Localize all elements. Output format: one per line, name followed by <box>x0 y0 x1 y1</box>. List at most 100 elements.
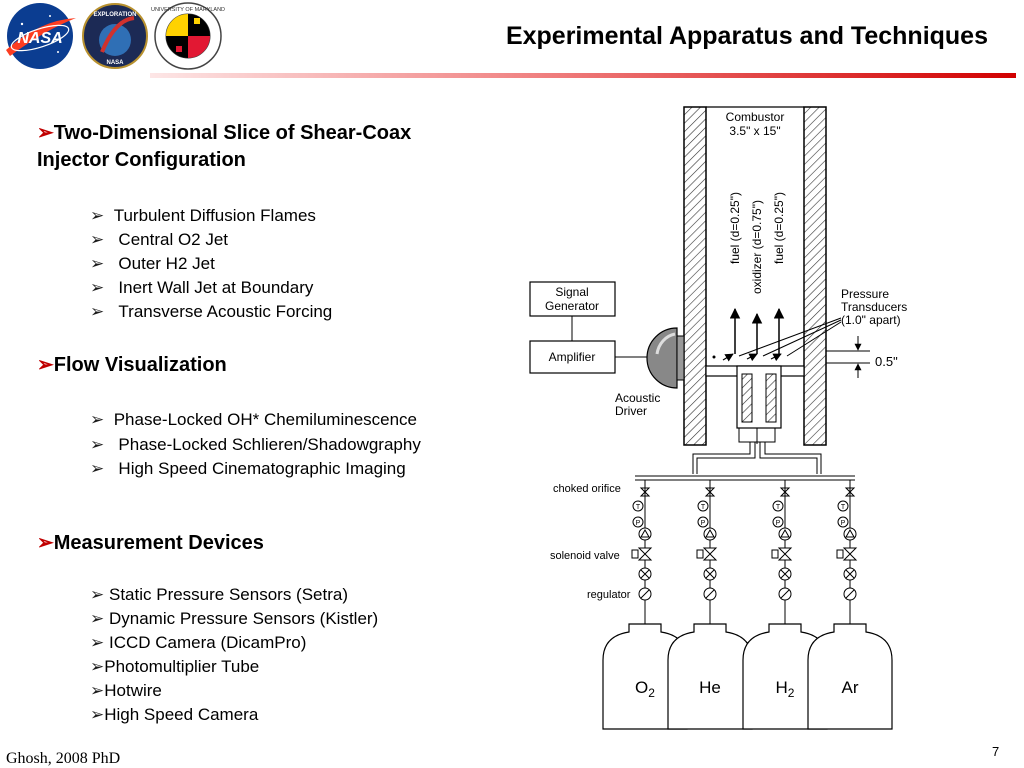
arrow-bullet-icon: ➢ <box>90 459 105 478</box>
jet-direction-arrows <box>722 353 782 362</box>
gas-line-he: T P <box>696 487 718 601</box>
arrow-bullet-icon: ➢ <box>90 609 105 628</box>
signal-generator-label: Signal <box>555 285 588 299</box>
exploration-logo: EXPLORATION NASA <box>80 0 150 77</box>
tank-o2-subscript: 2 <box>648 686 655 700</box>
svg-text:EXPLORATION: EXPLORATION <box>94 12 137 18</box>
regulator-label: regulator <box>587 589 631 601</box>
section-heading-flow-visualization: ➢Flow Visualization <box>37 352 227 379</box>
arrow-bullet-icon: ➢ <box>37 532 54 554</box>
list-item-label: High Speed Camera <box>104 705 259 724</box>
list-item: ➢ ICCD Camera (DicamPro) <box>90 631 306 655</box>
list-item-label: Central O2 Jet <box>118 230 229 249</box>
arrow-bullet-icon: ➢ <box>90 633 105 652</box>
list-item-label: Phase-Locked Schlieren/Shadowgraphy <box>118 435 421 454</box>
acoustic-driver <box>646 327 685 389</box>
arrow-bullet-icon: ➢ <box>90 206 105 225</box>
combustor-size-label: 3.5" x 15" <box>729 124 780 138</box>
list-item: ➢ High Speed Cinematographic Imaging <box>90 457 406 481</box>
gas-line-h2: T P <box>771 487 793 601</box>
gauge-p-label: P <box>701 520 706 527</box>
gas-line-o2: T P <box>631 487 653 601</box>
list-item: ➢ Phase-Locked Schlieren/Shadowgraphy <box>90 433 421 457</box>
list-item: ➢High Speed Camera <box>90 703 258 727</box>
list-item: ➢ Turbulent Diffusion Flames <box>90 204 316 228</box>
list-item: ➢ Transverse Acoustic Forcing <box>90 300 332 324</box>
list-item: ➢Hotwire <box>90 679 162 703</box>
injector-plate <box>705 355 805 444</box>
acoustic-driver-label: Acoustic <box>615 391 660 405</box>
arrow-bullet-icon: ➢ <box>90 278 105 297</box>
amplifier-label: Amplifier <box>549 350 596 364</box>
svg-text:UNIVERSITY OF MARYLAND: UNIVERSITY OF MARYLAND <box>151 7 225 13</box>
list-item-label: ICCD Camera (DicamPro) <box>108 633 307 652</box>
arrow-bullet-icon: ➢ <box>90 410 105 429</box>
section-heading-label: Measurement Devices <box>53 532 264 554</box>
svg-text:NASA: NASA <box>106 60 124 66</box>
list-item: ➢ Inert Wall Jet at Boundary <box>90 276 313 300</box>
list-item-label: Outer H2 Jet <box>118 254 215 273</box>
tank-o2-base: O <box>635 678 648 697</box>
combustor-walls <box>683 106 827 446</box>
tank-ar-base: Ar <box>842 678 859 697</box>
gauge-t-label: T <box>776 504 781 511</box>
section-heading-injector: ➢Two-Dimensional Slice of Shear-Coax Inj… <box>37 120 411 174</box>
arrow-bullet-icon: ➢ <box>90 302 105 321</box>
tank-label-he: He <box>699 678 721 697</box>
gauge-p-label: P <box>636 520 641 527</box>
spacing-label: 0.5" <box>875 354 898 369</box>
list-item-label: High Speed Cinematographic Imaging <box>118 459 406 478</box>
amplifier-box <box>529 340 616 374</box>
fuel-left-label: fuel (d=0.25") <box>728 192 742 264</box>
list-item-label: Transverse Acoustic Forcing <box>118 302 333 321</box>
list-item: ➢ Phase-Locked OH* Chemiluminescence <box>90 408 417 432</box>
arrow-bullet-icon: ➢ <box>37 354 54 376</box>
list-item-label: Turbulent Diffusion Flames <box>113 206 316 225</box>
arrow-bullet-icon: ➢ <box>90 254 105 273</box>
tank-label-h2: H2 <box>776 678 795 700</box>
solenoid-valve-label: solenoid valve <box>550 550 620 562</box>
list-item-label: Inert Wall Jet at Boundary <box>118 278 314 297</box>
pressure-label-3: (1.0" apart) <box>841 313 901 327</box>
oxidizer-label: oxidizer (d=0.75") <box>750 200 764 294</box>
list-item: ➢Photomultiplier Tube <box>90 655 259 679</box>
title-underline <box>150 73 1016 78</box>
choked-orifice-label: choked orifice <box>553 483 621 495</box>
arrow-bullet-icon: ➢ <box>90 585 105 604</box>
section-heading-label: Flow Visualization <box>53 354 227 376</box>
tank-he-base: He <box>699 678 721 697</box>
list-item-label: Dynamic Pressure Sensors (Kistler) <box>108 609 379 628</box>
arrow-bullet-icon: ➢ <box>90 230 105 249</box>
acoustic-driver-label-2: Driver <box>615 404 647 418</box>
gas-manifold <box>635 442 855 624</box>
list-item-label: Static Pressure Sensors (Setra) <box>108 585 349 604</box>
arrow-bullet-icon: ➢ <box>90 705 105 724</box>
tank-h2-subscript: 2 <box>788 686 795 700</box>
fuel-right-label: fuel (d=0.25") <box>772 192 786 264</box>
page-number: 7 <box>992 744 1000 759</box>
section-heading-line2: Injector Configuration <box>37 149 246 171</box>
gas-line-ar: T P <box>836 487 858 601</box>
gauge-p-label: P <box>841 520 846 527</box>
university-of-maryland-seal: UNIVERSITY OF MARYLAND <box>150 0 226 77</box>
signal-generator-box <box>529 281 616 317</box>
arrow-bullet-icon: ➢ <box>90 681 105 700</box>
arrow-bullet-icon: ➢ <box>37 122 54 144</box>
arrow-bullet-icon: ➢ <box>90 435 105 454</box>
list-item-label: Photomultiplier Tube <box>104 657 260 676</box>
dimension-marker <box>826 336 870 378</box>
list-item: ➢ Central O2 Jet <box>90 228 228 252</box>
arrow-bullet-icon: ➢ <box>90 657 105 676</box>
tank-h2-base: H <box>776 678 788 697</box>
gauge-t-label: T <box>636 504 641 511</box>
pressure-label: Pressure <box>841 287 889 301</box>
tank-label-ar: Ar <box>842 678 859 697</box>
pressure-label-2: Transducers <box>841 300 907 314</box>
svg-text:NASA: NASA <box>17 30 62 47</box>
flow-arrows <box>729 307 785 354</box>
gauge-t-label: T <box>701 504 706 511</box>
list-item: ➢ Dynamic Pressure Sensors (Kistler) <box>90 607 378 631</box>
signal-generator-label-2: Generator <box>545 299 599 313</box>
page-title: Experimental Apparatus and Techniques <box>505 22 988 50</box>
apparatus-diagram: Combustor 3.5" x 15" fuel (d=0.25") oxid… <box>529 106 907 730</box>
